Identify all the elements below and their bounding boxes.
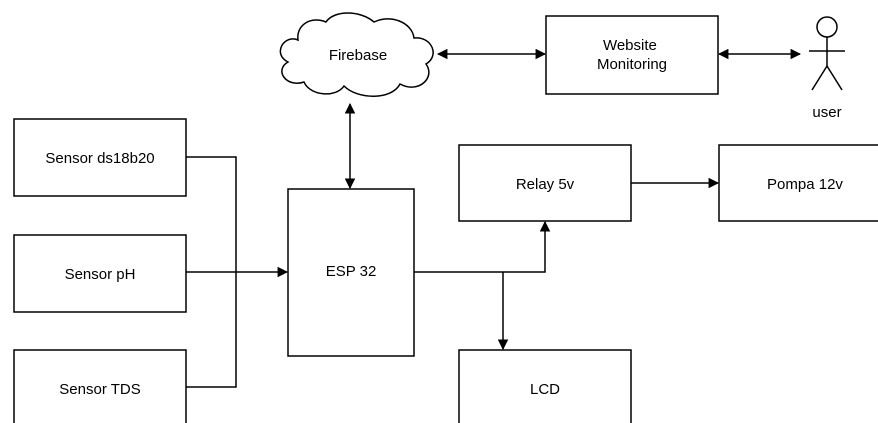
lcd-label: LCD	[530, 381, 560, 398]
website-label-line1: Website	[603, 37, 657, 54]
firebase-cloud-shape	[279, 12, 434, 97]
sensor-ds18b20-label: Sensor ds18b20	[45, 150, 154, 167]
sensor-ds18b20-box	[13, 118, 187, 197]
website-monitoring-box	[545, 15, 719, 95]
firebase-label: Firebase	[329, 47, 387, 64]
relay-box	[458, 144, 632, 222]
tds-wire	[186, 272, 237, 388]
pompa-label: Pompa 12v	[767, 176, 843, 193]
sensor-ph-box	[13, 234, 187, 313]
relay-label: Relay 5v	[516, 176, 575, 193]
sensor-ph-label: Sensor pH	[65, 266, 136, 283]
website-label-line2: Monitoring	[597, 56, 667, 73]
website-monitoring-label: Website Monitoring	[597, 37, 667, 73]
esp32-relay-arrow	[414, 220, 551, 273]
esp32-label: ESP 32	[326, 263, 377, 280]
sensor-tds-box	[13, 349, 187, 423]
lcd-box	[458, 349, 632, 423]
sensor-tds-label: Sensor TDS	[59, 381, 140, 398]
ds18b20-wire	[186, 156, 237, 272]
user-actor-icon	[809, 16, 845, 91]
user-label: user	[812, 104, 841, 121]
